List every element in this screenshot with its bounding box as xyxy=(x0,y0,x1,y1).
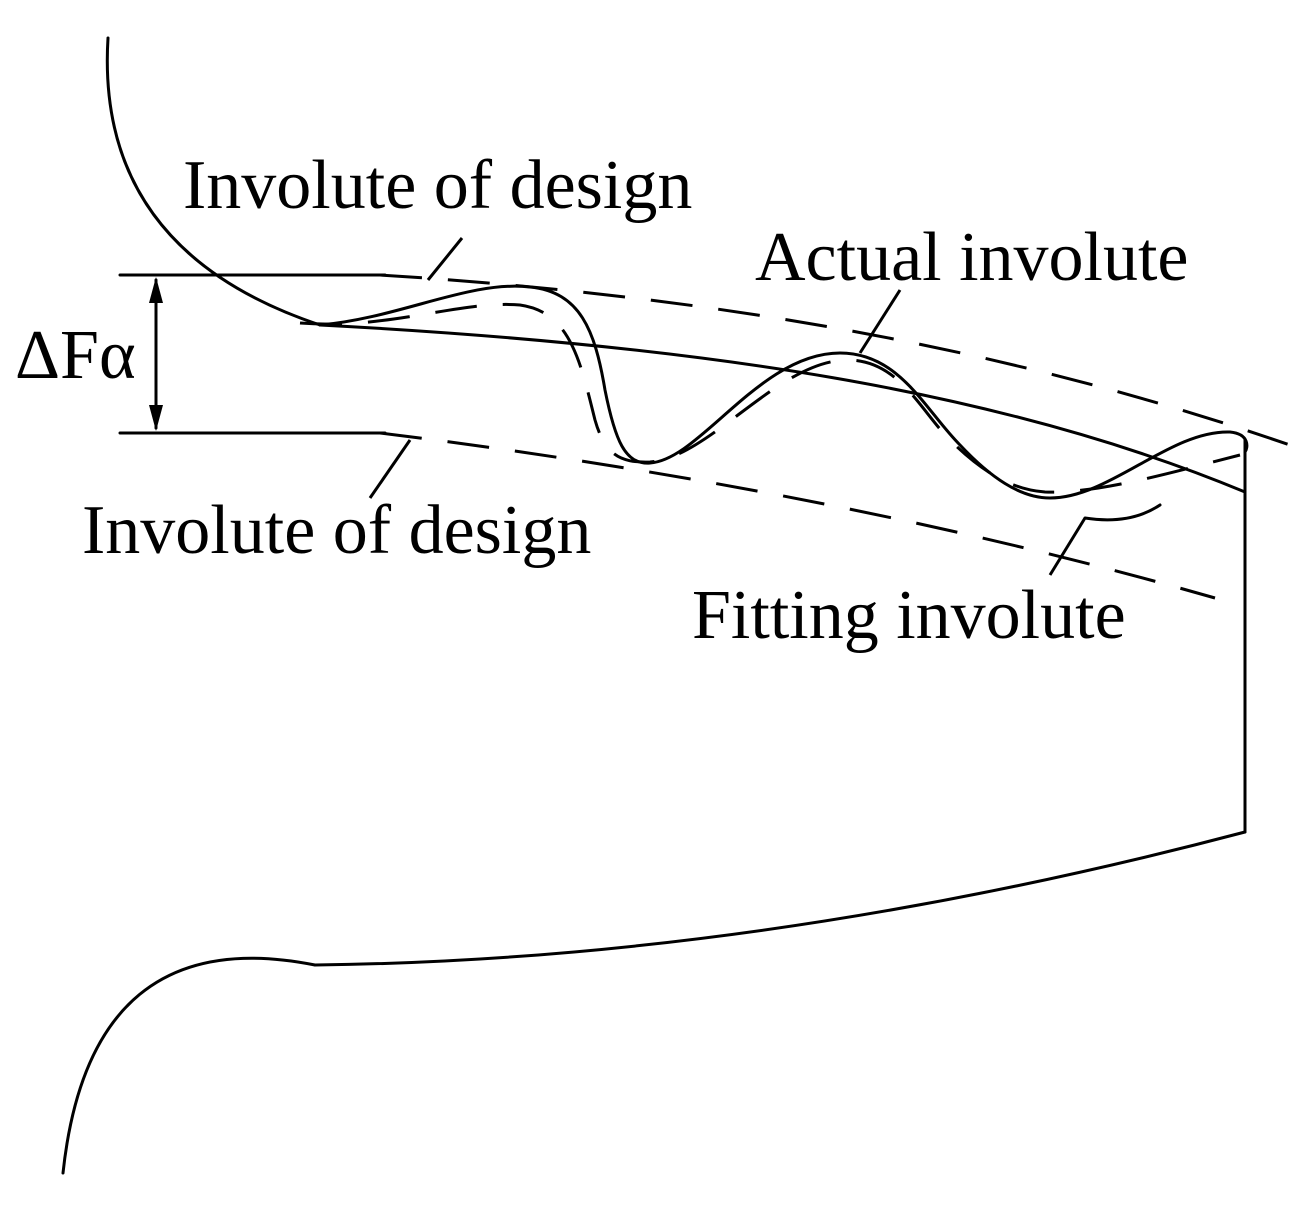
leader-design-bottom xyxy=(368,439,412,499)
actual-involute-curve xyxy=(318,284,1249,500)
fitting-involute-curve xyxy=(299,302,1241,494)
leader-design-top xyxy=(426,237,464,281)
leader-fitting xyxy=(1048,517,1087,576)
label-fitting-involute: Fitting involute xyxy=(692,577,1126,654)
label-actual-involute: Actual involute xyxy=(755,219,1189,296)
label-involute-design-bottom: Involute of design xyxy=(82,492,591,569)
tooth-top-root-arc xyxy=(105,36,322,327)
label-delta-f-alpha: ΔFα xyxy=(15,317,136,394)
dimension-arrow-down xyxy=(149,405,163,431)
design-involute-line xyxy=(318,323,1247,494)
dimension-arrow-up xyxy=(149,277,163,303)
tooth-bottom-flank xyxy=(313,830,1247,967)
leader-actual xyxy=(858,289,902,354)
design-involute-upper-line xyxy=(379,273,1291,447)
design-involute-lower-line xyxy=(379,431,1216,600)
tooth-bottom-root-arc xyxy=(61,956,317,1175)
label-involute-design-top: Involute of design xyxy=(183,147,692,224)
leader-fitting-hook xyxy=(1083,503,1162,522)
